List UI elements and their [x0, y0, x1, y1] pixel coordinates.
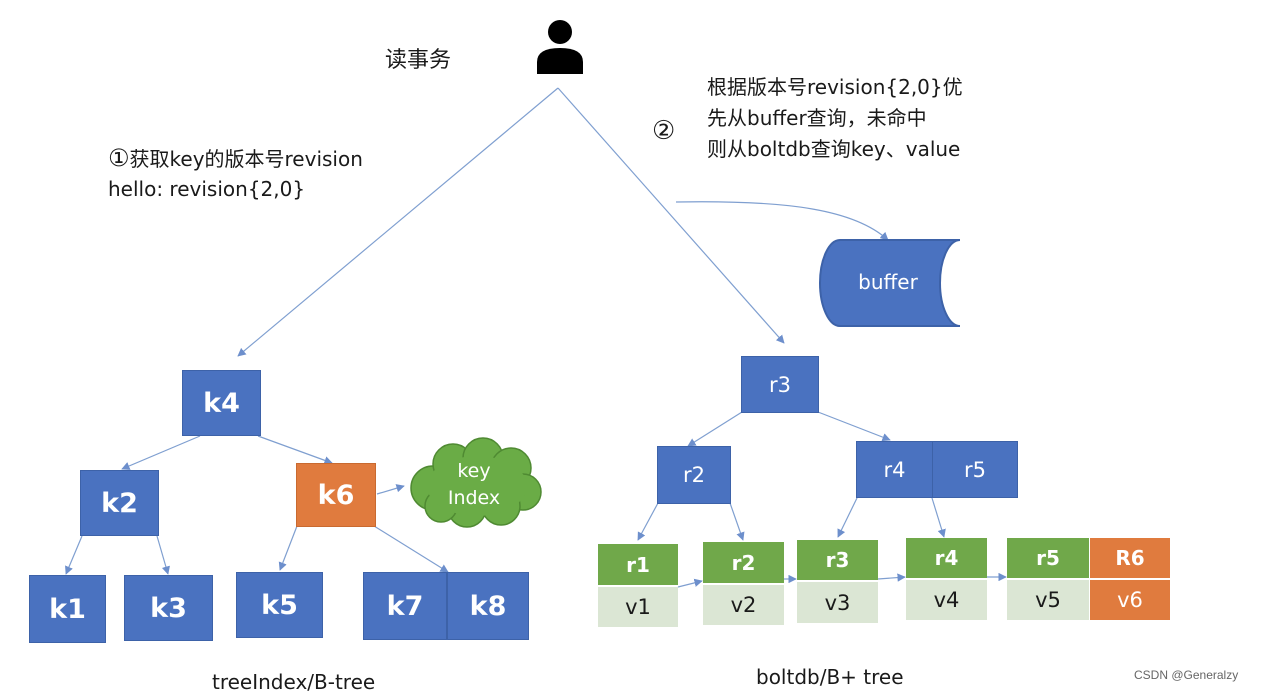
leaf-key: r5 — [1007, 538, 1089, 578]
btree-node-k7: k7 — [363, 572, 447, 640]
btree-caption: treeIndex/B-tree — [212, 670, 376, 694]
edge-r5-r4leaf — [931, 497, 946, 538]
buffer-cylinder — [819, 239, 961, 327]
edge-k4-k6 — [257, 435, 333, 465]
step1-text: ①获取key的版本号revision hello: revision{2,0} — [108, 143, 363, 204]
edge-k2-k1 — [65, 535, 83, 575]
leaf-key: r4 — [906, 538, 987, 578]
edge-r4-r3leaf — [837, 497, 858, 538]
edge-r3-r2 — [687, 411, 743, 447]
buffer-label: buffer — [858, 270, 918, 294]
leaf-key: r2 — [703, 542, 784, 583]
edge-leaf3-leaf4 — [877, 573, 906, 582]
user-icon — [537, 20, 583, 74]
step1-marker: ① — [108, 144, 130, 172]
step2-text: 根据版本号revision{2,0}优 先从buffer查询，未命中 则从bol… — [707, 72, 963, 165]
bplus-node-r4: r4 — [856, 441, 933, 498]
edge-k4-k2 — [121, 435, 201, 470]
step2-line1: 根据版本号revision{2,0}优 — [707, 75, 963, 99]
edge-user-r3 — [557, 87, 785, 344]
bplus-node-r3: r3 — [741, 356, 819, 413]
btree-node-k8: k8 — [447, 572, 529, 640]
edge-k2-k3 — [156, 535, 170, 575]
btree-node-k5: k5 — [236, 572, 323, 638]
leaf-value: v2 — [703, 585, 784, 625]
edge-user-k4 — [237, 87, 559, 357]
edge-k6-keyindex — [376, 484, 405, 495]
step2-line2: 先从buffer查询，未命中 — [707, 106, 927, 130]
edge-k6-k5 — [278, 525, 298, 571]
edge-r3-r4 — [817, 411, 891, 442]
leaf-key: r1 — [598, 544, 678, 585]
edge-buffer-curve — [675, 201, 889, 241]
btree-node-k6: k6 — [296, 463, 376, 527]
step2-marker: ② — [652, 116, 676, 146]
step1-line1: 获取key的版本号revision — [129, 147, 363, 171]
watermark: CSDN @Generalzy — [1134, 668, 1239, 682]
leaf-value: v4 — [906, 580, 987, 620]
edge-r2-r1 — [637, 502, 659, 541]
edge-r2-r2leaf — [729, 502, 745, 541]
key-index-line1: key — [457, 460, 491, 482]
leaf-value: v3 — [797, 582, 878, 623]
step2-line3: 则从boltdb查询key、value — [707, 137, 961, 161]
bplus-node-r5: r5 — [932, 441, 1018, 498]
bplus-node-r2: r2 — [657, 446, 731, 504]
key-index-line2: Index — [447, 487, 501, 509]
btree-node-k4: k4 — [182, 370, 261, 436]
key-index-label: key Index — [433, 458, 515, 512]
transaction-label: 读事务 — [385, 48, 452, 73]
btree-node-k1: k1 — [29, 575, 106, 643]
edge-k6-k7 — [373, 525, 449, 573]
leaf-value: v5 — [1007, 580, 1089, 620]
leaf-key-highlight: R6 — [1090, 538, 1170, 578]
edge-leaf1-leaf2 — [677, 578, 703, 588]
key-index-cloud — [410, 437, 542, 528]
leaf-value-highlight: v6 — [1090, 580, 1170, 620]
step1-line2: hello: revision{2,0} — [108, 177, 306, 201]
btree-node-k2: k2 — [80, 470, 159, 536]
leaf-key: r3 — [797, 540, 878, 580]
bplustree-caption: boltdb/B+ tree — [756, 665, 904, 689]
btree-node-k3: k3 — [124, 575, 213, 641]
leaf-value: v1 — [598, 587, 678, 627]
